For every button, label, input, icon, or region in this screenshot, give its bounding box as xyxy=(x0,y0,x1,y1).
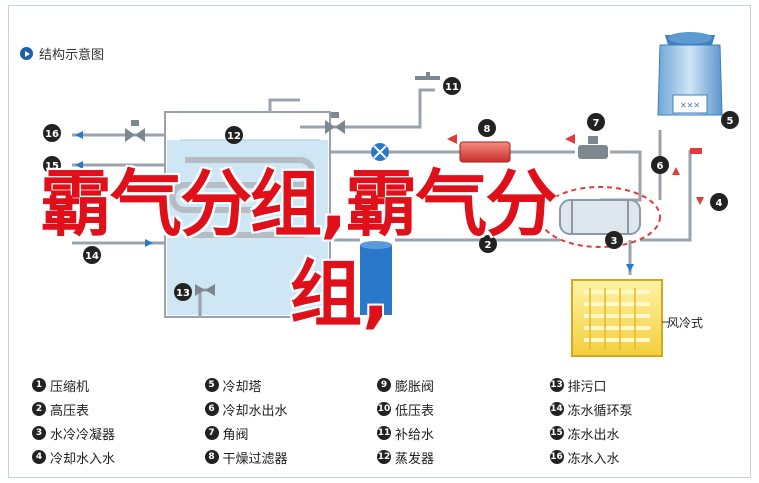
diagram-title: 结构示意图 xyxy=(20,44,104,63)
svg-text:11: 11 xyxy=(445,82,459,93)
svg-text:3: 3 xyxy=(611,236,618,247)
svg-text:5: 5 xyxy=(727,116,734,127)
marker-11: 11 xyxy=(443,77,461,95)
legend-number: 9 xyxy=(377,378,391,392)
legend-label: 排污口 xyxy=(567,379,607,395)
legend-number: 7 xyxy=(204,426,219,440)
legend-number: 5 xyxy=(204,378,219,392)
legend-number: 3 xyxy=(32,426,46,440)
svg-text:12: 12 xyxy=(227,131,241,142)
marker-5: 5 xyxy=(721,111,739,129)
marker-13: 13 xyxy=(174,283,192,301)
cooling-tower: ✕✕✕ xyxy=(657,32,723,116)
marker-12: 12 xyxy=(225,126,243,144)
legend-label: 冷却水出水 xyxy=(222,403,288,419)
legend-number: 15 xyxy=(549,426,564,440)
legend-number: 1 xyxy=(32,378,46,392)
marker-2: 2 xyxy=(479,235,497,253)
air-cooled-label: 风冷式 xyxy=(667,316,704,330)
legend-label: 干燥过滤器 xyxy=(222,451,288,467)
svg-text:2: 2 xyxy=(485,240,492,251)
svg-text:8: 8 xyxy=(484,124,491,135)
marker-7: 7 xyxy=(587,113,605,131)
legend-label: 蒸发器 xyxy=(395,451,435,467)
legend-label: 冻水循环泵 xyxy=(567,403,633,419)
overlay-headline-line2: 组, xyxy=(290,252,390,336)
legend-label: 冻水出水 xyxy=(567,427,620,443)
marker-9: 9 xyxy=(371,169,389,187)
svg-text:15: 15 xyxy=(45,161,59,172)
legend-item: 10 低压表 xyxy=(377,400,550,419)
svg-text:7: 7 xyxy=(593,118,600,129)
legend-number: 11 xyxy=(377,426,391,440)
legend-label: 冷却水入水 xyxy=(50,451,116,467)
legend-number: 16 xyxy=(549,450,564,464)
legend-item: 3 水冷冷凝器 xyxy=(32,424,205,443)
legend-label: 膨胀阀 xyxy=(395,379,435,395)
play-icon xyxy=(20,47,33,60)
legend-number: 6 xyxy=(204,402,219,416)
dryer-filter xyxy=(459,141,511,163)
evaporator-tank xyxy=(164,111,331,318)
svg-text:14: 14 xyxy=(85,251,99,262)
overlay-headline-line1: 霸气分组,霸气分 xyxy=(40,162,557,246)
legend-item: 1 压缩机 xyxy=(32,376,205,395)
marker-8: 8 xyxy=(478,119,496,137)
legend-item: 9 膨胀阀 xyxy=(377,376,550,395)
faucet-icon xyxy=(415,72,440,80)
evaporator-coil xyxy=(169,157,316,238)
legend-label: 水冷冷凝器 xyxy=(50,427,116,443)
pump-body xyxy=(360,245,392,315)
pump-top xyxy=(360,241,392,249)
legend-number: 12 xyxy=(377,450,391,464)
marker-6: 6 xyxy=(651,156,669,174)
svg-text:✕✕✕: ✕✕✕ xyxy=(680,101,700,110)
air-cooled-unit xyxy=(571,279,670,357)
marker-4: 4 xyxy=(710,193,728,211)
legend-number: 14 xyxy=(549,402,564,416)
legend-label: 冻水入水 xyxy=(567,451,620,467)
marker-3: 3 xyxy=(605,231,623,249)
legend-label: 压缩机 xyxy=(50,379,90,395)
legend-item: 2 高压表 xyxy=(32,400,205,419)
legend-item: 11 补给水 xyxy=(377,424,550,443)
marker-15: 15 xyxy=(43,156,61,174)
legend-number: 13 xyxy=(549,378,564,392)
legend-number: 4 xyxy=(32,450,46,464)
legend-label: 角阀 xyxy=(222,427,249,443)
legend-number: 8 xyxy=(204,450,219,464)
legend-number: 10 xyxy=(377,402,391,416)
svg-text:13: 13 xyxy=(176,288,190,299)
svg-text:16: 16 xyxy=(45,129,59,140)
condenser xyxy=(539,186,661,248)
diagram-title-text: 结构示意图 xyxy=(39,48,105,63)
marker-14: 14 xyxy=(83,246,101,264)
marker-16: 16 xyxy=(43,124,61,142)
flow-arrows xyxy=(75,131,704,272)
legend-label: 冷却塔 xyxy=(222,379,262,395)
legend-label: 高压表 xyxy=(50,403,90,419)
legend-label: 低压表 xyxy=(395,403,435,419)
legend-label: 补给水 xyxy=(395,427,435,443)
number-markers: 16 15 14 13 12 11 9 8 7 6 5 4 3 2 xyxy=(43,77,739,301)
legend-item: 12 蒸发器 xyxy=(377,448,550,467)
legend-number: 2 xyxy=(32,402,46,416)
svg-text:9: 9 xyxy=(377,174,384,185)
svg-text:4: 4 xyxy=(716,198,723,209)
svg-text:6: 6 xyxy=(657,161,664,172)
legend-item: 4 冷却水入水 xyxy=(32,448,205,467)
valve-icons xyxy=(125,112,608,296)
